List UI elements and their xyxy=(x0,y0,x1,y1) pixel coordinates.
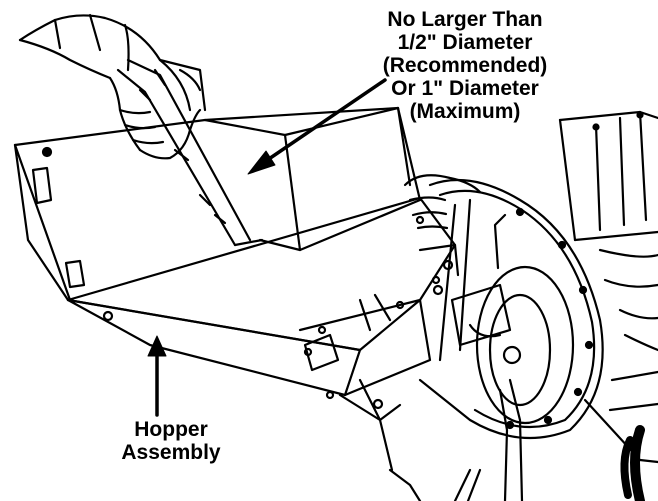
hopper-label-line-2: Assembly xyxy=(121,441,221,464)
hopper-assembly-callout: Hopper Assembly xyxy=(96,418,246,464)
size-limit-callout: No Larger Than 1/2" Diameter (Recommende… xyxy=(360,8,570,123)
size-limit-line-1: No Larger Than xyxy=(387,8,543,31)
hopper-callout-arrow xyxy=(147,335,167,417)
hopper-funnel xyxy=(13,106,457,422)
size-limit-line-3: (Recommended) xyxy=(382,54,548,77)
stand-legs xyxy=(358,378,645,501)
hopper-label-line-1: Hopper xyxy=(134,418,208,441)
hand-with-branch xyxy=(18,13,252,247)
size-limit-line-2: 1/2" Diameter xyxy=(397,31,533,54)
size-limit-line-4: Or 1" Diameter xyxy=(391,77,539,100)
size-limit-line-5: (Maximum) xyxy=(409,100,521,123)
size-callout-arrow xyxy=(247,78,387,175)
machine-housing xyxy=(558,110,658,464)
chipper-housing xyxy=(403,174,604,440)
